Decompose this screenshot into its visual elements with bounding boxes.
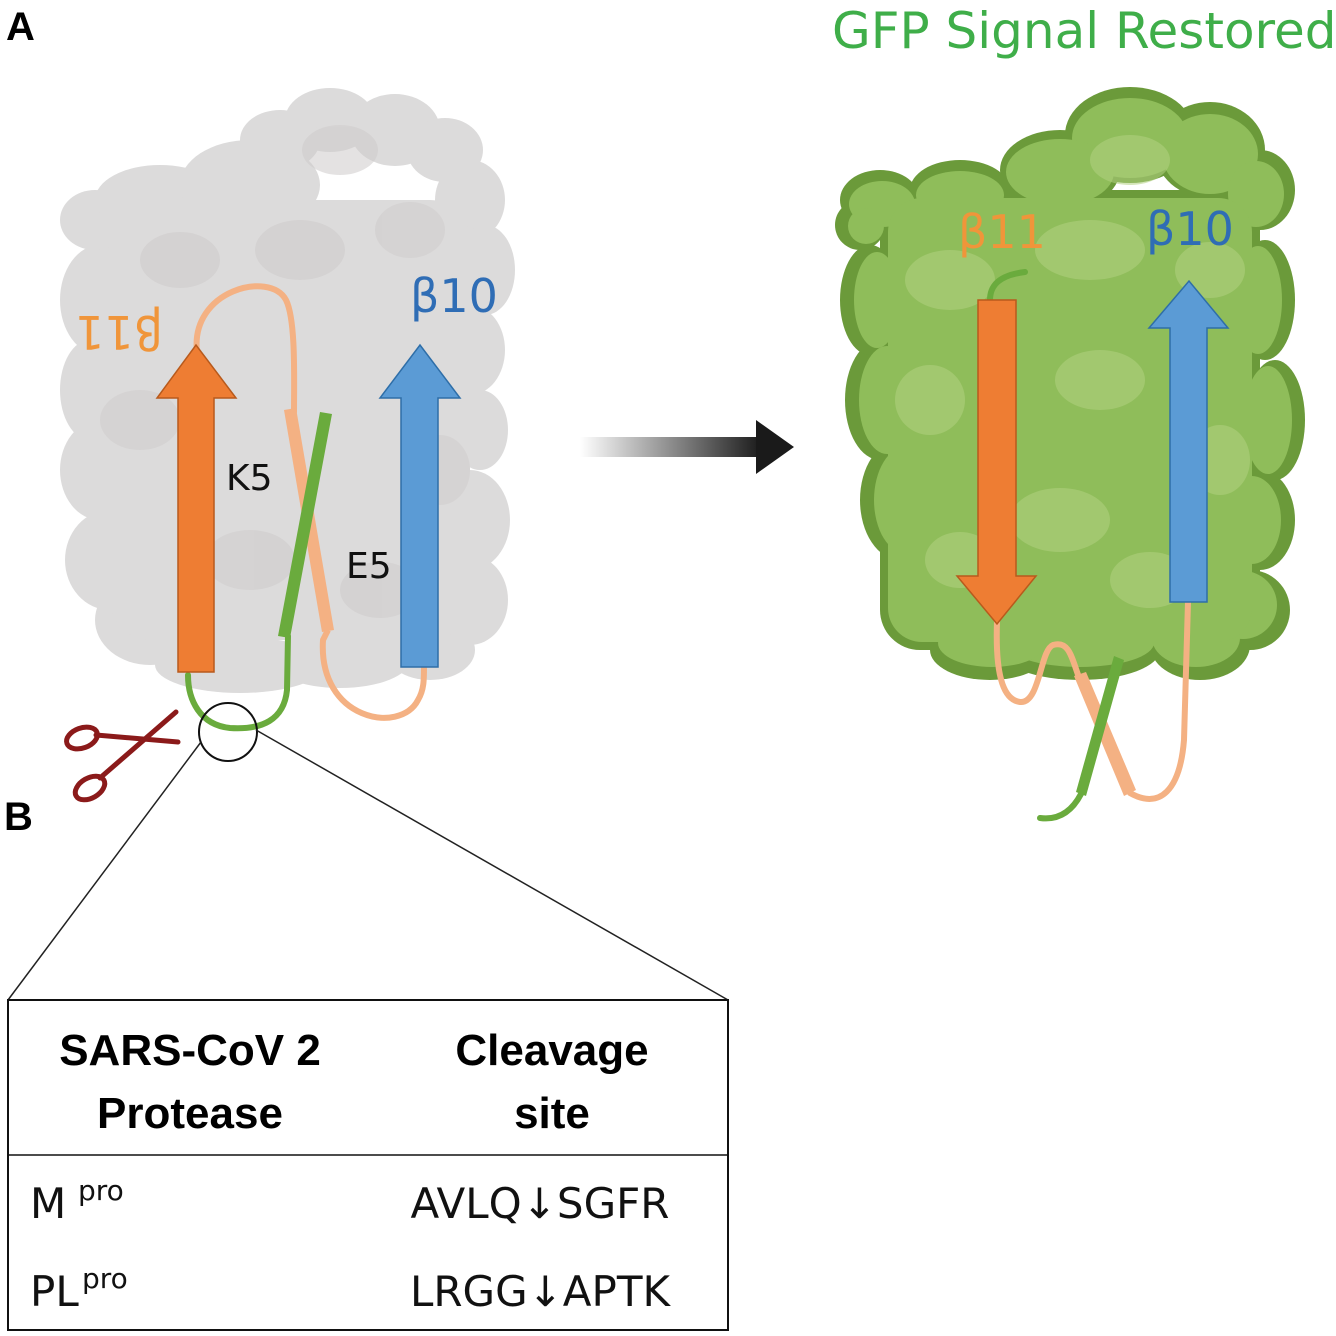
cleavage-site-circle (198, 702, 258, 762)
row-mpro-superscript: pro (78, 1174, 124, 1207)
green-coil-linker (185, 633, 291, 732)
gfp-signal-restored-title: GFP Signal Restored (832, 2, 1336, 60)
beta11-arrow-right (955, 299, 1038, 626)
right-arrow-icon (580, 420, 794, 474)
header-protease-line1: SARS-CoV 2 (59, 1026, 321, 1075)
split-gfp-blob (60, 88, 515, 693)
beta10-arrow-left (378, 343, 462, 668)
scissors-icon (64, 709, 181, 803)
beta10-label-left: β10 (410, 269, 498, 323)
beta10-arrow-right (1147, 279, 1230, 603)
row-mpro-site: AVLQ↓SGFR (411, 1179, 670, 1228)
row-plpro-protease: PL (30, 1267, 79, 1316)
linker-loop-right (993, 619, 1083, 705)
row-mpro-protease: M (30, 1179, 66, 1228)
k5-label: K5 (226, 458, 273, 499)
k5-strand-bar-right (1074, 672, 1136, 796)
e5-strand-bar-right (1076, 656, 1124, 796)
restored-gfp-blob (835, 87, 1305, 680)
header-site-line2: site (514, 1089, 590, 1138)
row-plpro-site: LRGG↓APTK (410, 1267, 672, 1316)
panel-b-label: B (4, 795, 33, 839)
cleavage-table: SARS-CoV 2 Protease Cleavage site M pro … (7, 999, 729, 1331)
panel-a-label: A (6, 5, 35, 49)
beta10-label-right: β10 (1146, 202, 1234, 256)
header-site-line1: Cleavage (455, 1026, 648, 1075)
e5-label: E5 (346, 546, 392, 587)
linker-loop-top (193, 283, 298, 415)
beta11-label-right: β11 (958, 205, 1046, 259)
beta11-arrow-left (155, 343, 238, 673)
linker-loop-bottom (319, 637, 427, 721)
header-protease-line2: Protease (97, 1089, 283, 1138)
beta11-label-flipped: β11 (75, 305, 163, 359)
e5-strand-bar (278, 412, 332, 638)
row-plpro-superscript: pro (82, 1262, 128, 1295)
